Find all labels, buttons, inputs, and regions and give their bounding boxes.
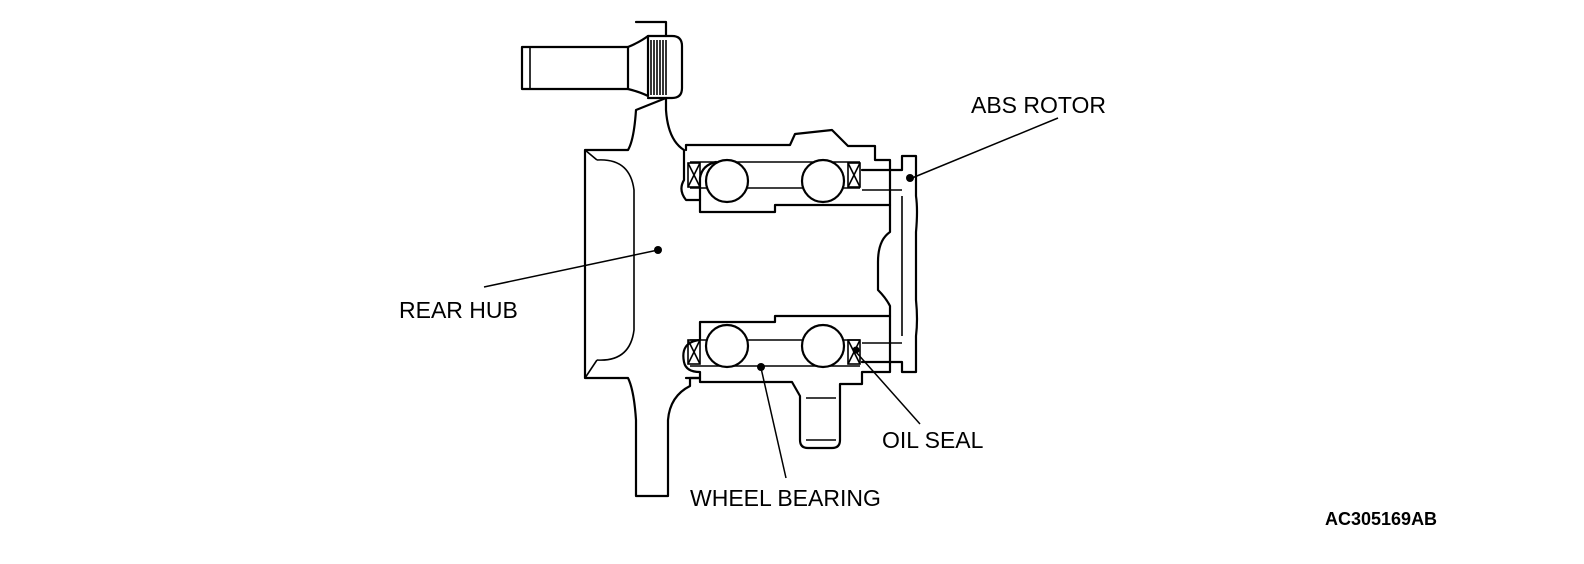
abs-rotor — [860, 154, 919, 374]
rear-hub — [583, 20, 892, 498]
leader-lines — [483, 117, 1059, 479]
label-rear-hub: REAR HUB — [399, 297, 518, 323]
wheel-stud — [520, 34, 684, 100]
bearing-ball-upper-left — [704, 158, 750, 204]
label-oil-seal: OIL SEAL — [882, 427, 984, 453]
figure-code: AC305169AB — [1325, 509, 1437, 529]
bearing-ball-lower-left — [704, 323, 750, 369]
bearing-ball-lower-right — [800, 323, 846, 369]
wheel-bearing — [684, 128, 892, 450]
bearing-ball-upper-right — [800, 158, 846, 204]
label-abs-rotor: ABS ROTOR — [971, 92, 1106, 118]
label-wheel-bearing: WHEEL BEARING — [690, 485, 881, 511]
